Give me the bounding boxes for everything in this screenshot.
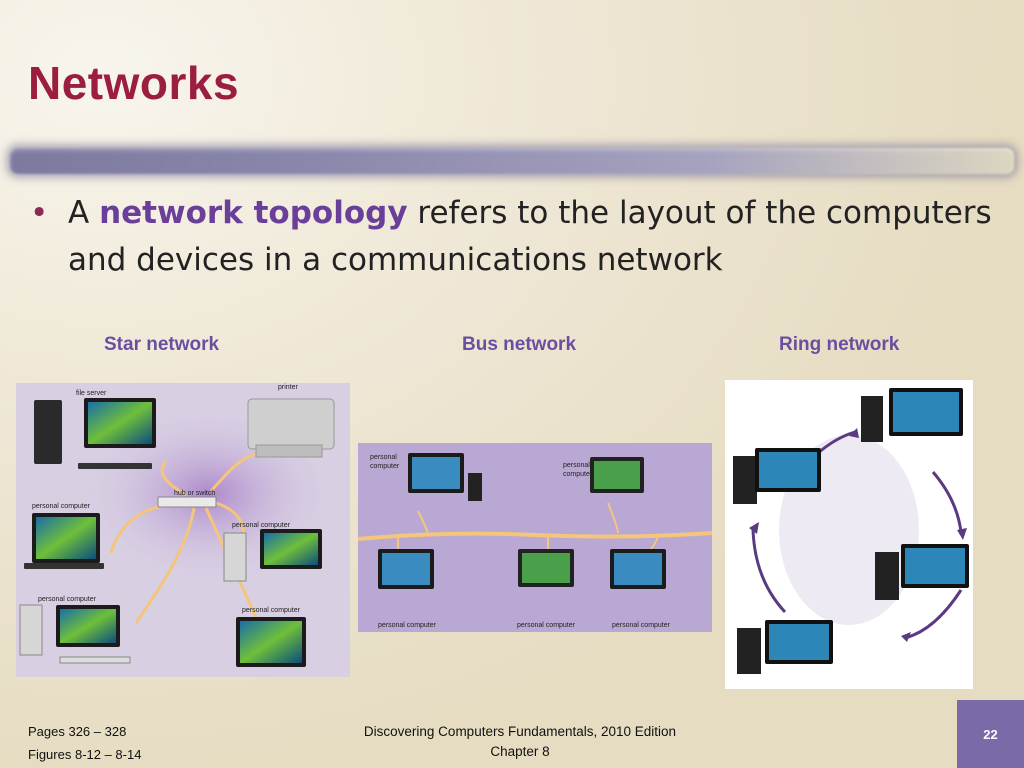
bullet-prefix: A [68, 195, 100, 231]
pc-left-label: personal computer [32, 503, 91, 510]
bus-top-right-label-2: computer [563, 471, 593, 478]
slide-page-number: 22 [957, 700, 1024, 768]
slide-title: Networks [28, 57, 240, 109]
footer-book-title: Discovering Computers Fundamentals, 2010… [363, 724, 677, 739]
bullet-text: A network topology refers to the layout … [68, 190, 1010, 284]
ring-right-tower [875, 552, 899, 600]
footer-figures: Figures 8-12 – 8-14 [28, 747, 142, 762]
footer-references: Pages 326 – 328 Figures 8-12 – 8-14 [28, 720, 141, 766]
footer-pages: Pages 326 – 328 [28, 724, 127, 739]
bus-network-label: Bus network [462, 334, 577, 355]
bullet-suffix: refers to the layout of the computers an… [68, 195, 992, 278]
ring-network-label: Ring network [779, 334, 900, 355]
bus-bottom-3-label: personal computer [612, 622, 671, 629]
printer-icon [247, 398, 335, 450]
bullet-point: • A network topology refers to the layou… [30, 190, 1010, 284]
bullet-keyword: network topology [99, 195, 408, 231]
pc-bottom-right-label: personal computer [242, 607, 301, 614]
file-server-label: file server [76, 390, 107, 397]
star-network-diagram: file server printer hub or switch person… [16, 383, 350, 677]
pc-right-tower [223, 532, 247, 582]
bus-top-right-label-1: personal [563, 462, 590, 469]
bullet-icon: • [30, 195, 49, 231]
bus-cable [358, 531, 712, 541]
footer-book-info: Discovering Computers Fundamentals, 2010… [320, 722, 720, 762]
ring-bottom-tower [737, 628, 761, 674]
hub-label: hub or switch [174, 490, 215, 497]
bus-network-diagram: personal computer personal computer pers… [358, 443, 712, 632]
bus-bottom-2-label: personal computer [517, 622, 576, 629]
pc-bottom-left-tower [19, 604, 43, 656]
bus-top-left-label-1: personal [370, 454, 397, 461]
ring-top-tower [861, 396, 883, 442]
bus-bottom-1-label: personal computer [378, 622, 437, 629]
star-network-label: Star network [104, 334, 220, 355]
ring-network-diagram [725, 380, 973, 689]
hub-switch-icon [157, 496, 217, 508]
pc-right-label: personal computer [232, 522, 291, 529]
ring-left-tower [733, 456, 757, 504]
footer-chapter: Chapter 8 [490, 744, 550, 759]
file-server-tower [34, 400, 62, 464]
printer-label: printer [278, 384, 299, 391]
bus-top-left-label-2: computer [370, 463, 400, 470]
pc-bottom-left-label: personal computer [38, 596, 97, 603]
title-divider-bar [10, 148, 1014, 174]
